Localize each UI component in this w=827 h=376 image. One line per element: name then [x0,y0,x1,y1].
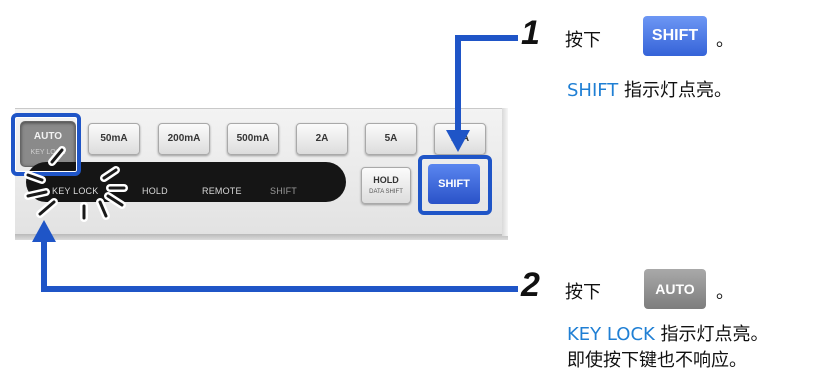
step1-result-keyword: SHIFT [567,80,619,101]
range-key-500ma[interactable]: 500mA [227,123,279,155]
step1-result: SHIFT 指示灯点亮。 [567,76,732,102]
range-key-200ma[interactable]: 200mA [158,123,210,155]
step2-arrowhead-icon [32,220,56,242]
hold-key-sublabel: DATA SHIFT [369,189,403,195]
step1-arrowhead-icon [446,130,470,152]
step2-result-keyword: KEY LOCK [567,324,655,345]
range-key-2a[interactable]: 2A [296,123,348,155]
step2-number: 2 [521,266,540,304]
step1-arrow-icon [455,35,518,132]
step2-auto-button-icon: AUTO [644,269,706,309]
step1-shift-button-icon: SHIFT [643,16,707,56]
range-key-50ma[interactable]: 50mA [88,123,140,155]
indicator-shift: SHIFT [270,186,297,196]
step2-result-text: 指示灯点亮。 [654,324,769,345]
hold-key[interactable]: HOLD DATA SHIFT [361,167,411,204]
hold-key-label: HOLD [373,175,399,185]
step2-arrow-icon [41,240,518,292]
panel-divider [502,108,508,236]
auto-key-label: AUTO [33,131,63,142]
key-lock-rays-icon [26,148,126,220]
key-lock-glow-icon [24,146,128,222]
indicator-hold: HOLD [142,186,168,196]
auto-key[interactable]: AUTO KEY LOCK [20,121,76,167]
shift-key[interactable]: SHIFT [428,164,480,204]
auto-key-highlight [11,113,81,176]
shift-key-highlight [418,155,492,215]
step2-result: KEY LOCK 指示灯点亮。 [567,320,769,346]
indicator-remote: REMOTE [202,186,242,196]
step2-action: 按下 [565,282,601,303]
step1-end-mark: 。 [716,30,734,51]
panel-bottom-edge [15,234,508,240]
step1-result-text: 指示灯点亮。 [618,80,733,101]
step1-action: 按下 [565,30,601,51]
range-key-5a[interactable]: 5A [365,123,417,155]
indicator-key-lock: KEY LOCK [52,186,99,196]
step1-number: 1 [521,14,540,52]
step2-note: 即使按下键也不响应。 [567,350,747,371]
auto-key-sublabel: KEY LOCK [30,149,66,156]
step2-end-mark: 。 [716,282,734,303]
